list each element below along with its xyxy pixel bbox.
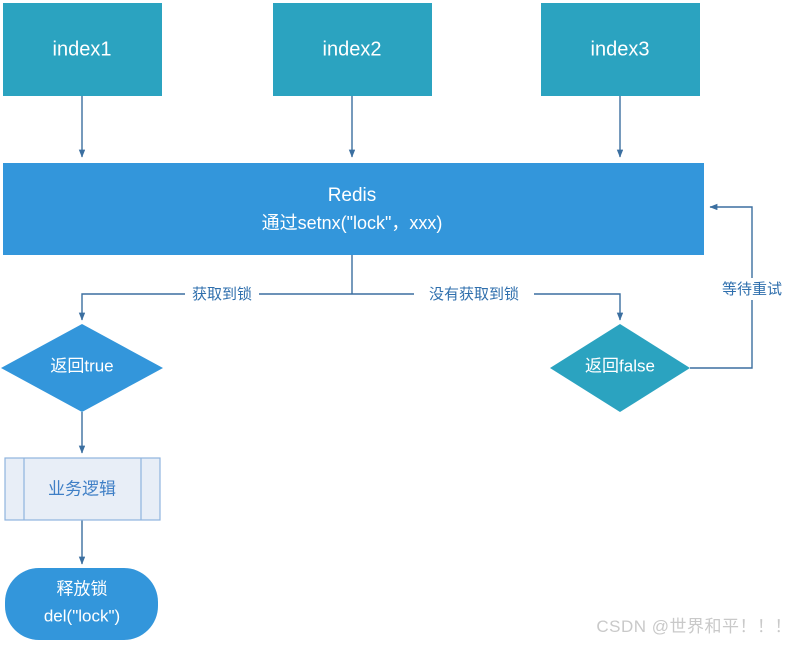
node-release-lock-shape — [5, 568, 158, 640]
node-return-false-label: 返回false — [585, 356, 655, 375]
node-redis-subtitle: 通过setnx("lock"，xxx) — [262, 213, 443, 233]
edge-redis-to-return-true — [78, 293, 352, 321]
node-return-true-label: 返回true — [50, 356, 113, 375]
node-business-logic-label: 业务逻辑 — [48, 479, 116, 498]
node-redis[interactable]: Redis 通过setnx("lock"，xxx) — [3, 163, 704, 255]
node-redis-shape — [3, 163, 704, 255]
node-release-lock-title: 释放锁 — [57, 579, 108, 598]
node-index3-shape — [541, 3, 700, 96]
csdn-watermark: CSDN @世界和平！！！ — [596, 617, 792, 636]
node-index2[interactable]: index2 — [273, 3, 432, 96]
node-return-true[interactable]: 返回true — [1, 324, 163, 412]
edge-label-retry: 等待重试 — [722, 280, 782, 298]
node-redis-title: Redis — [328, 185, 377, 206]
node-index1-label: index1 — [53, 38, 112, 60]
node-index3[interactable]: index3 — [541, 3, 700, 96]
node-business-logic-shape — [4, 457, 161, 521]
node-release-lock-subtitle: del("lock") — [44, 606, 120, 625]
node-return-false-shape — [550, 324, 690, 412]
node-index1-shape — [3, 3, 162, 96]
node-index2-label: index2 — [323, 38, 382, 60]
node-index1[interactable]: index1 — [3, 3, 162, 96]
node-release-lock[interactable]: 释放锁 del("lock") — [5, 568, 158, 640]
node-index2-shape — [273, 3, 432, 96]
edge-label-not-acquired-bg — [414, 284, 534, 304]
node-business-logic[interactable]: 业务逻辑 — [4, 457, 161, 521]
node-index3-label: index3 — [591, 38, 650, 60]
edge-labels-layer: 获取到锁 没有获取到锁 等待重试 — [185, 278, 798, 304]
edge-label-retry-bg — [706, 278, 798, 300]
edge-label-acquired-bg — [185, 284, 259, 304]
node-return-false[interactable]: 返回false — [550, 324, 690, 412]
node-return-true-shape — [1, 324, 163, 412]
edge-label-not-acquired: 没有获取到锁 — [429, 286, 519, 303]
edge-label-acquired: 获取到锁 — [192, 286, 252, 303]
